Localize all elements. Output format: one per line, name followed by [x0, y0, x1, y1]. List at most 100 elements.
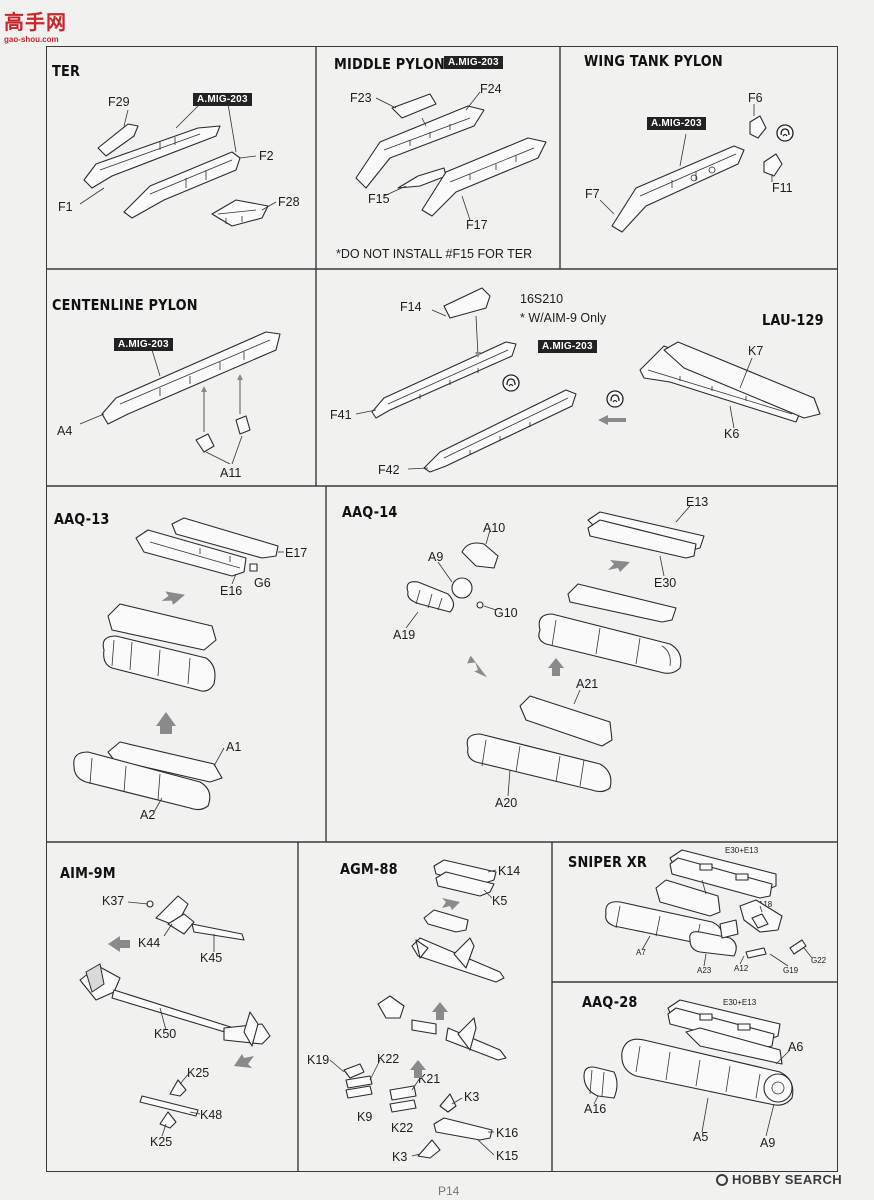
part-label: A10 — [483, 521, 506, 535]
panel-title: CENTENLINE PYLON — [52, 296, 198, 314]
part-label: A1 — [226, 740, 242, 754]
part-label: F2 — [259, 149, 274, 163]
part-label: F7 — [585, 187, 600, 201]
part-label: A21 — [576, 677, 599, 691]
part-label: A11 — [220, 466, 242, 480]
watermark-logo: 高手网 gao-shou.com — [4, 6, 67, 44]
panel-title: LAU-129 — [762, 311, 824, 329]
part-label: K48 — [200, 1108, 223, 1122]
part-label: K25 — [187, 1066, 210, 1080]
part-label: A4 — [57, 424, 73, 438]
panel-title: WING TANK PYLON — [584, 52, 723, 70]
assembly-note: * W/AIM-9 Only — [520, 311, 607, 325]
part-label: A16 — [584, 1102, 607, 1116]
part-label: K22 — [391, 1121, 414, 1135]
part-label: K7 — [748, 344, 764, 358]
part-label: K25 — [150, 1135, 173, 1149]
part-label: K45 — [200, 951, 223, 965]
part-label: E17 — [285, 546, 308, 560]
part-label: F14 — [400, 300, 422, 314]
footer-brand: HOBBY SEARCH — [716, 1172, 842, 1187]
part-label: E30 — [654, 576, 677, 590]
hobby-search-logo-icon — [716, 1174, 728, 1186]
part-label: F42 — [378, 463, 400, 477]
part-label: K3 — [464, 1090, 480, 1104]
part-label: F1 — [58, 200, 73, 214]
footer-brand-text: HOBBY SEARCH — [732, 1172, 843, 1187]
part-label: F11 — [772, 181, 793, 195]
watermark-site-url: gao-shou.com — [4, 35, 59, 44]
part-label: K22 — [377, 1052, 400, 1066]
part-label: A12 — [734, 964, 749, 973]
part-label: F28 — [278, 195, 300, 209]
part-label: F41 — [330, 408, 352, 422]
panel-title: TER — [52, 62, 81, 80]
assembly-note: *DO NOT INSTALL #F15 FOR TER — [336, 247, 533, 261]
part-tag: A.MIG-203 — [114, 338, 173, 351]
part-label: K16 — [496, 1126, 519, 1140]
part-label: K14 — [498, 864, 521, 878]
part-label: A7 — [636, 948, 646, 957]
part-tag: A.MIG-203 — [444, 56, 503, 69]
page-number: P14 — [438, 1184, 460, 1198]
panel-title: SNIPER XR — [568, 853, 648, 871]
part-label: F29 — [108, 95, 130, 109]
part-label: A2 — [140, 808, 156, 822]
outer-frame — [46, 46, 838, 1172]
part-label: E13 — [686, 495, 709, 509]
part-label: F6 — [748, 91, 763, 105]
part-label: G22 — [811, 956, 827, 965]
part-label: F17 — [466, 218, 488, 232]
panel-title: AIM-9M — [60, 864, 116, 882]
part-label: K50 — [154, 1027, 177, 1041]
part-label: A18 — [758, 900, 773, 909]
part-label: A20 — [495, 796, 518, 810]
panel-title: AGM-88 — [340, 860, 398, 878]
part-label: E30+E13 — [725, 846, 759, 855]
part-label: A6 — [788, 1040, 804, 1054]
watermark-site-name: 高手网 — [4, 10, 67, 34]
part-label: G10 — [494, 606, 518, 620]
panel-title: AAQ-14 — [342, 503, 398, 521]
part-label: K37 — [102, 894, 125, 908]
panel-title: AAQ-28 — [582, 993, 638, 1011]
part-label: G19 — [783, 966, 799, 975]
part-label: A9 — [760, 1136, 776, 1150]
part-label: K44 — [138, 936, 161, 950]
part-label: K15 — [496, 1149, 519, 1163]
glue-icon — [502, 374, 520, 392]
panel-title: MIDDLE PYLON — [334, 55, 445, 73]
part-label: K3 — [392, 1150, 408, 1164]
part-label: G6 — [254, 576, 271, 590]
part-label: A9 — [428, 550, 444, 564]
part-label: K9 — [357, 1110, 373, 1124]
glue-icon — [606, 390, 624, 408]
part-label: E16 — [220, 584, 243, 598]
part-label: K21 — [418, 1072, 441, 1086]
part-label: E30+E13 — [723, 998, 757, 1007]
part-label: K19 — [307, 1053, 330, 1067]
part-label: K5 — [492, 894, 508, 908]
part-label: K6 — [724, 427, 740, 441]
part-tag: A.MIG-203 — [193, 93, 252, 106]
assembly-note: 16S210 — [520, 292, 564, 306]
part-label: F23 — [350, 91, 372, 105]
part-label: A23 — [697, 966, 712, 975]
part-label: A19 — [393, 628, 416, 642]
part-tag: A.MIG-203 — [647, 117, 706, 130]
part-label: A5 — [693, 1130, 709, 1144]
glue-icon — [776, 124, 794, 142]
